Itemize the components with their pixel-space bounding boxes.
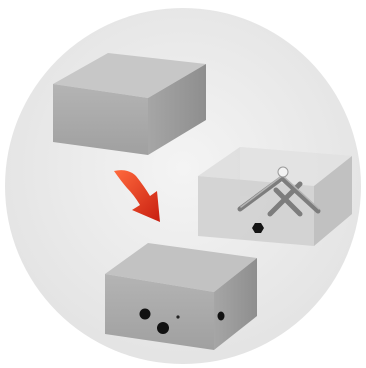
channel-inlet bbox=[278, 167, 288, 177]
transparent-block bbox=[198, 147, 352, 246]
hole-large-left bbox=[140, 309, 151, 320]
hole-side bbox=[218, 312, 225, 321]
holed-block bbox=[105, 243, 257, 350]
hole-large-center bbox=[157, 322, 169, 334]
hole-small bbox=[176, 315, 179, 318]
